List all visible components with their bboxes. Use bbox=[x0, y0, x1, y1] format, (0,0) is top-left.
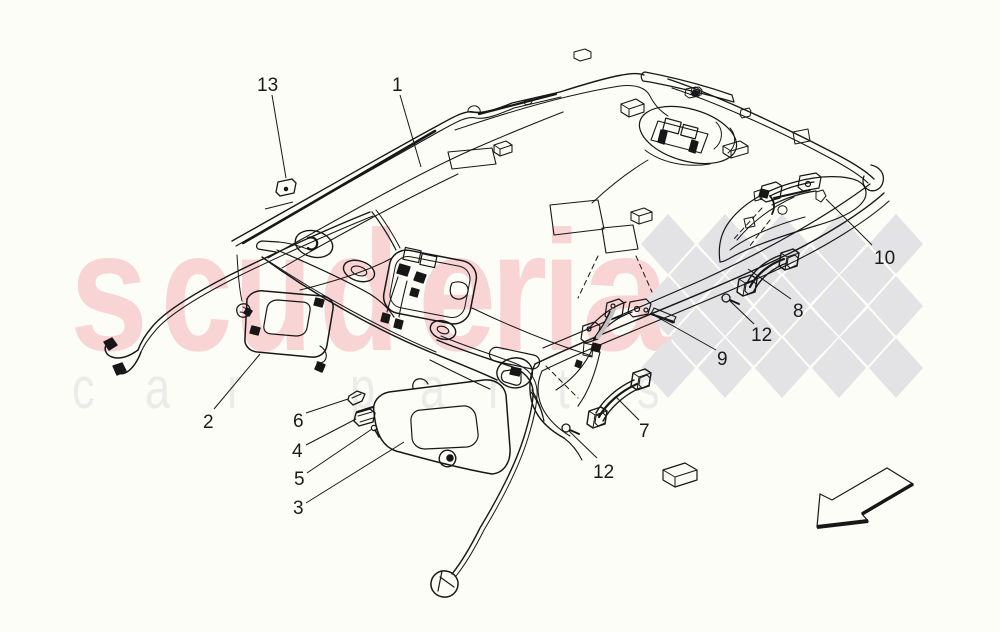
svg-text:4: 4 bbox=[292, 441, 303, 462]
svg-text:12: 12 bbox=[593, 462, 614, 483]
svg-text:1: 1 bbox=[392, 75, 403, 96]
svg-text:12: 12 bbox=[751, 325, 772, 346]
svg-text:7: 7 bbox=[639, 421, 650, 442]
svg-text:10: 10 bbox=[874, 248, 895, 269]
svg-text:6: 6 bbox=[293, 411, 304, 432]
svg-text:8: 8 bbox=[793, 301, 804, 322]
svg-text:2: 2 bbox=[203, 412, 214, 433]
svg-text:5: 5 bbox=[294, 469, 305, 490]
svg-text:13: 13 bbox=[257, 75, 278, 96]
svg-text:3: 3 bbox=[293, 498, 304, 519]
svg-text:9: 9 bbox=[717, 349, 728, 370]
